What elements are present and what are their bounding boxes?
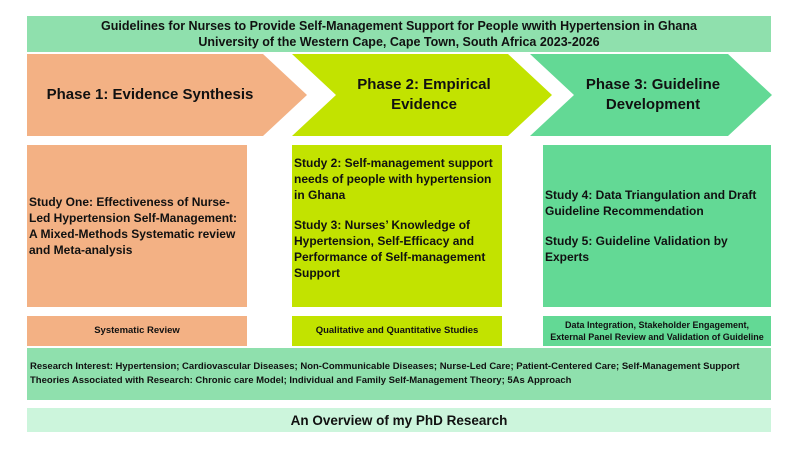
phase-3-label: Phase 3: Guideline Development	[585, 76, 721, 113]
phase-3-studies-box: Study 4: Data Triangulation and Draft Gu…	[543, 145, 771, 307]
phase-2-arrow: Phase 2: Empirical Evidence	[292, 54, 552, 136]
study-5-text: Study 5: Guideline Validation by Experts	[545, 234, 728, 264]
phase-2-studies-box: Study 2: Self-management support needs o…	[292, 145, 502, 307]
diagram-subtitle: University of the Western Cape, Cape Tow…	[198, 35, 600, 49]
study-4-text: Study 4: Data Triangulation and Draft Gu…	[545, 188, 757, 218]
phase-1-label: Phase 1: Evidence Synthesis	[46, 86, 254, 103]
phase-1-studies-box: Study One: Effectiveness of Nurse-Led Hy…	[27, 145, 247, 307]
phase-1-method-label: Systematic Review	[94, 325, 180, 336]
phase-2-method-label: Qualitative and Quantitative Studies	[315, 325, 479, 336]
phase-3-method: Data Integration, Stakeholder Engagement…	[543, 316, 771, 346]
phase-3-method-line-1: Data Integration, Stakeholder Engagement…	[564, 320, 750, 330]
study-3-text: Study 3: Nurses’ Knowledge of Hypertensi…	[294, 218, 486, 280]
phase-3-method-line-2: External Panel Review and Validation of …	[550, 332, 764, 342]
footer-caption: An Overview of my PhD Research	[290, 412, 508, 428]
diagram-footer: An Overview of my PhD Research	[27, 408, 771, 432]
study-2-text: Study 2: Self-management support needs o…	[294, 156, 493, 202]
study-1-text: Study One: Effectiveness of Nurse-Led Hy…	[29, 195, 238, 257]
diagram-header: Guidelines for Nurses to Provide Self-Ma…	[27, 16, 771, 52]
phase-2-method: Qualitative and Quantitative Studies	[292, 316, 502, 346]
phase-2-label: Phase 2: Empirical Evidence	[357, 76, 491, 113]
phase-1-arrow: Phase 1: Evidence Synthesis	[27, 54, 307, 136]
phase-3-arrow: Phase 3: Guideline Development	[530, 54, 772, 136]
research-interest-text: Research Interest: Hypertension; Cardiov…	[30, 361, 740, 372]
research-theories-text: Theories Associated with Research: Chron…	[30, 375, 572, 386]
research-interest-box: Research Interest: Hypertension; Cardiov…	[27, 348, 771, 400]
phase-1-method: Systematic Review	[27, 316, 247, 346]
diagram-title: Guidelines for Nurses to Provide Self-Ma…	[101, 19, 697, 33]
